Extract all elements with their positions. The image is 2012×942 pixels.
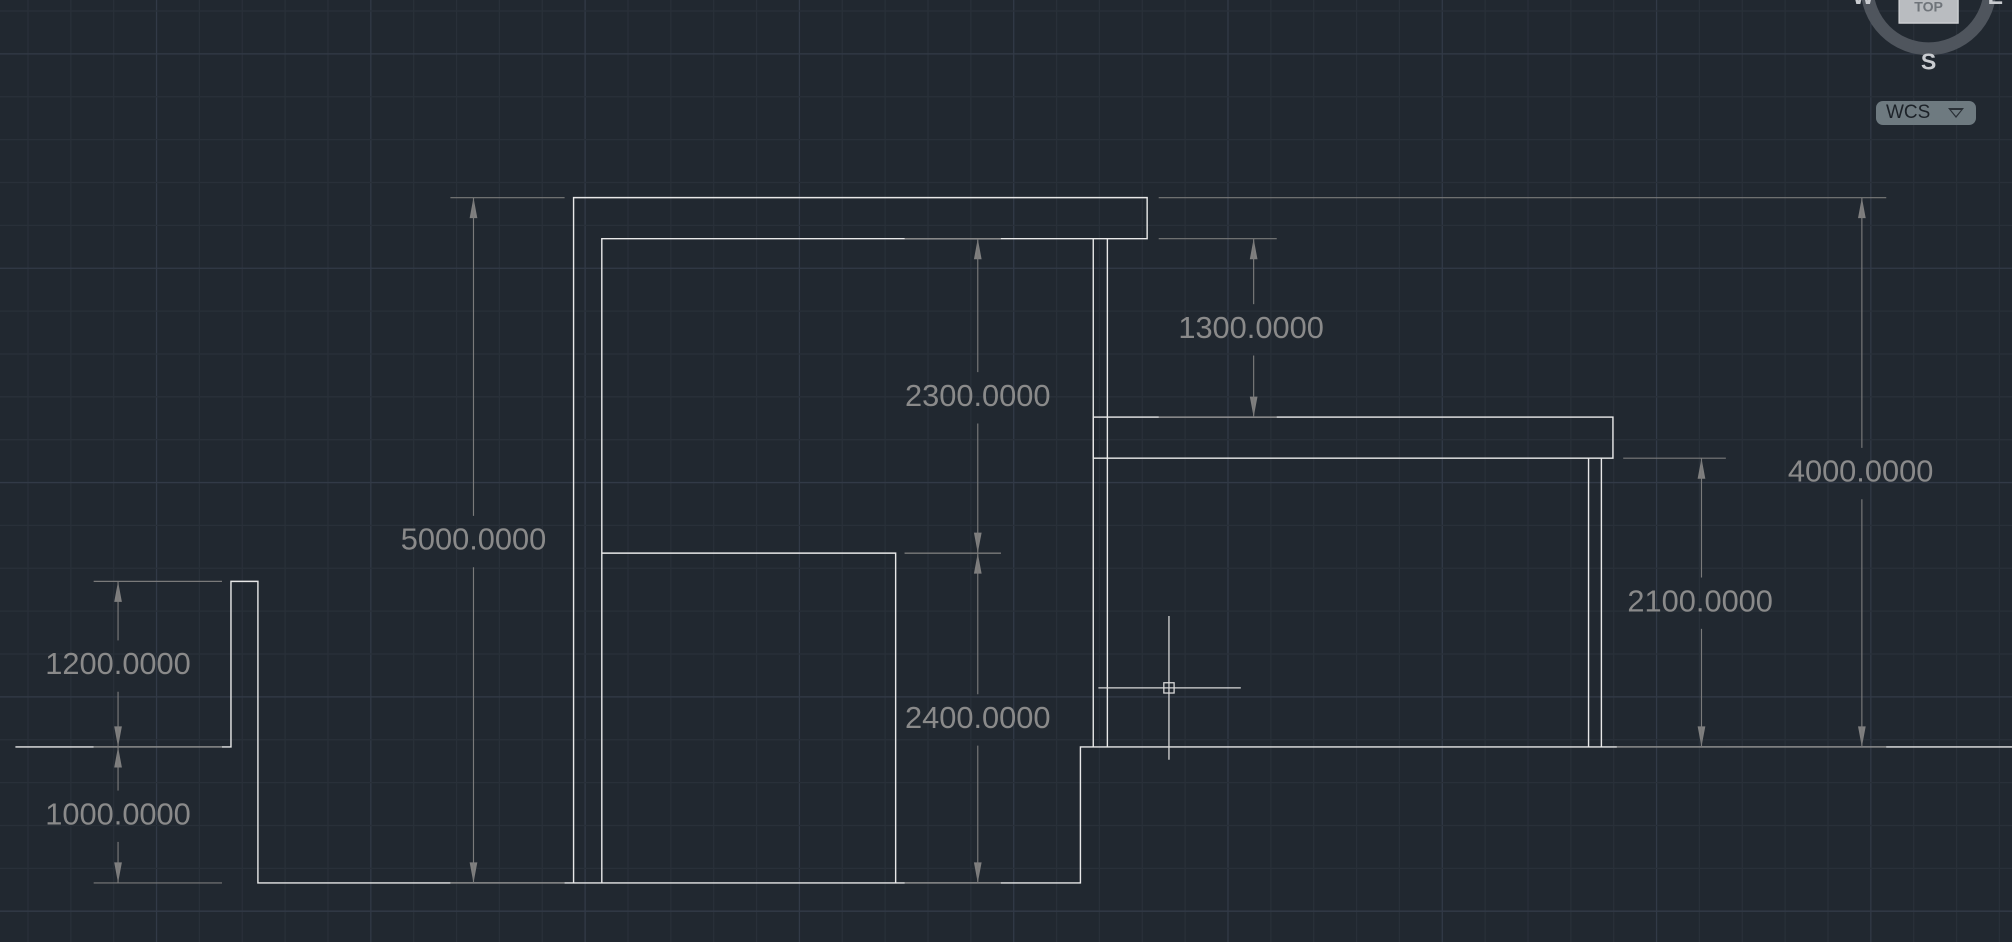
dim-1200-label: 1200.0000 [45, 646, 191, 681]
viewcube[interactable]: TOP W E S [1852, 0, 2003, 74]
section-geometry [15, 196, 2012, 884]
dim-2400-label: 2400.0000 [905, 700, 1051, 735]
dim-2100-label: 2100.0000 [1627, 583, 1773, 618]
ucs-menu-button[interactable]: WCS [1876, 101, 1976, 125]
compass-west[interactable]: W [1852, 0, 1874, 9]
chevron-down-icon [1948, 108, 1965, 118]
canopy-slab [1092, 416, 1614, 459]
dim-2300-label: 2300.0000 [905, 378, 1051, 413]
viewcube-top-face[interactable] [1898, 0, 1959, 24]
main-wall-outer [572, 196, 1148, 883]
dim-1000-label: 1000.0000 [45, 796, 191, 831]
compass-east[interactable]: E [1988, 0, 2003, 9]
door-opening [601, 552, 897, 883]
compass-south[interactable]: S [1921, 48, 1936, 74]
dim-5000-label: 5000.0000 [401, 522, 547, 557]
viewcube-top-label[interactable]: TOP [1914, 0, 1943, 15]
crosshair-cursor [1098, 616, 1241, 760]
ground-left-and-pit [15, 580, 2012, 884]
dim-1300-label: 1300.0000 [1178, 310, 1324, 345]
ucs-label: WCS [1886, 102, 1931, 123]
compass-ring[interactable] [1861, 0, 1996, 56]
dimensions: 5000.0000 2300.0000 2400.0000 1300.0000 … [45, 197, 1934, 884]
dim-4000-label: 4000.0000 [1788, 454, 1934, 489]
